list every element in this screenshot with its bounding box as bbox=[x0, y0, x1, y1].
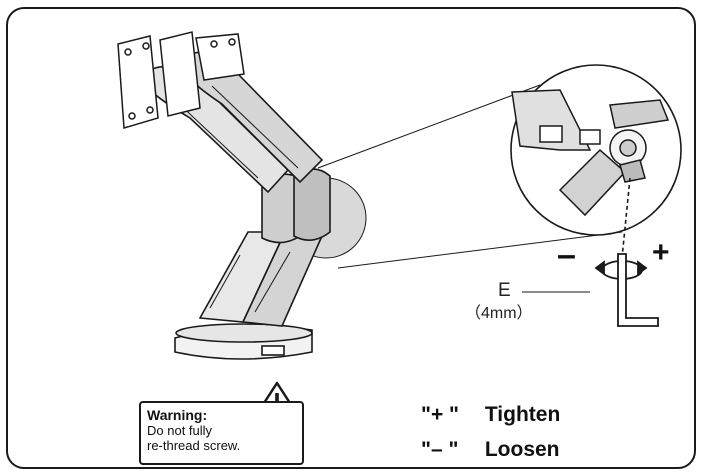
warning-line-1: Do not fully bbox=[147, 423, 213, 438]
allen-key-icon bbox=[617, 253, 659, 327]
screw-axis-dashed bbox=[621, 177, 631, 259]
legend-tighten-label: Tighten bbox=[484, 403, 561, 426]
lower-arm bbox=[198, 231, 324, 327]
vesa-mount-plates bbox=[117, 31, 245, 129]
tighten-direction-symbol: + bbox=[652, 236, 670, 269]
detail-inset bbox=[510, 64, 682, 236]
zoom-guide-line-bottom bbox=[337, 231, 623, 269]
tool-size-label: （4mm） bbox=[465, 305, 533, 322]
desk-base bbox=[174, 323, 313, 360]
elbow-joint bbox=[261, 168, 331, 244]
tool-label: E bbox=[498, 280, 511, 301]
legend-tighten: "+ " Tighten bbox=[421, 403, 560, 427]
diagram-frame bbox=[6, 7, 696, 469]
legend-loosen-label: Loosen bbox=[484, 438, 560, 461]
legend-loosen-symbol: "– " bbox=[421, 438, 459, 461]
warning-title: Warning: bbox=[147, 407, 208, 423]
warning-line-2: re-thread screw. bbox=[147, 438, 241, 453]
zoom-guide-line-top bbox=[317, 84, 541, 169]
legend-tighten-symbol: "+ " bbox=[421, 403, 460, 426]
loosen-direction-symbol: – bbox=[557, 236, 576, 274]
legend-loosen: "– " Loosen bbox=[421, 438, 560, 462]
warning-box: Warning: Do not fully re-thread screw. bbox=[139, 401, 304, 465]
